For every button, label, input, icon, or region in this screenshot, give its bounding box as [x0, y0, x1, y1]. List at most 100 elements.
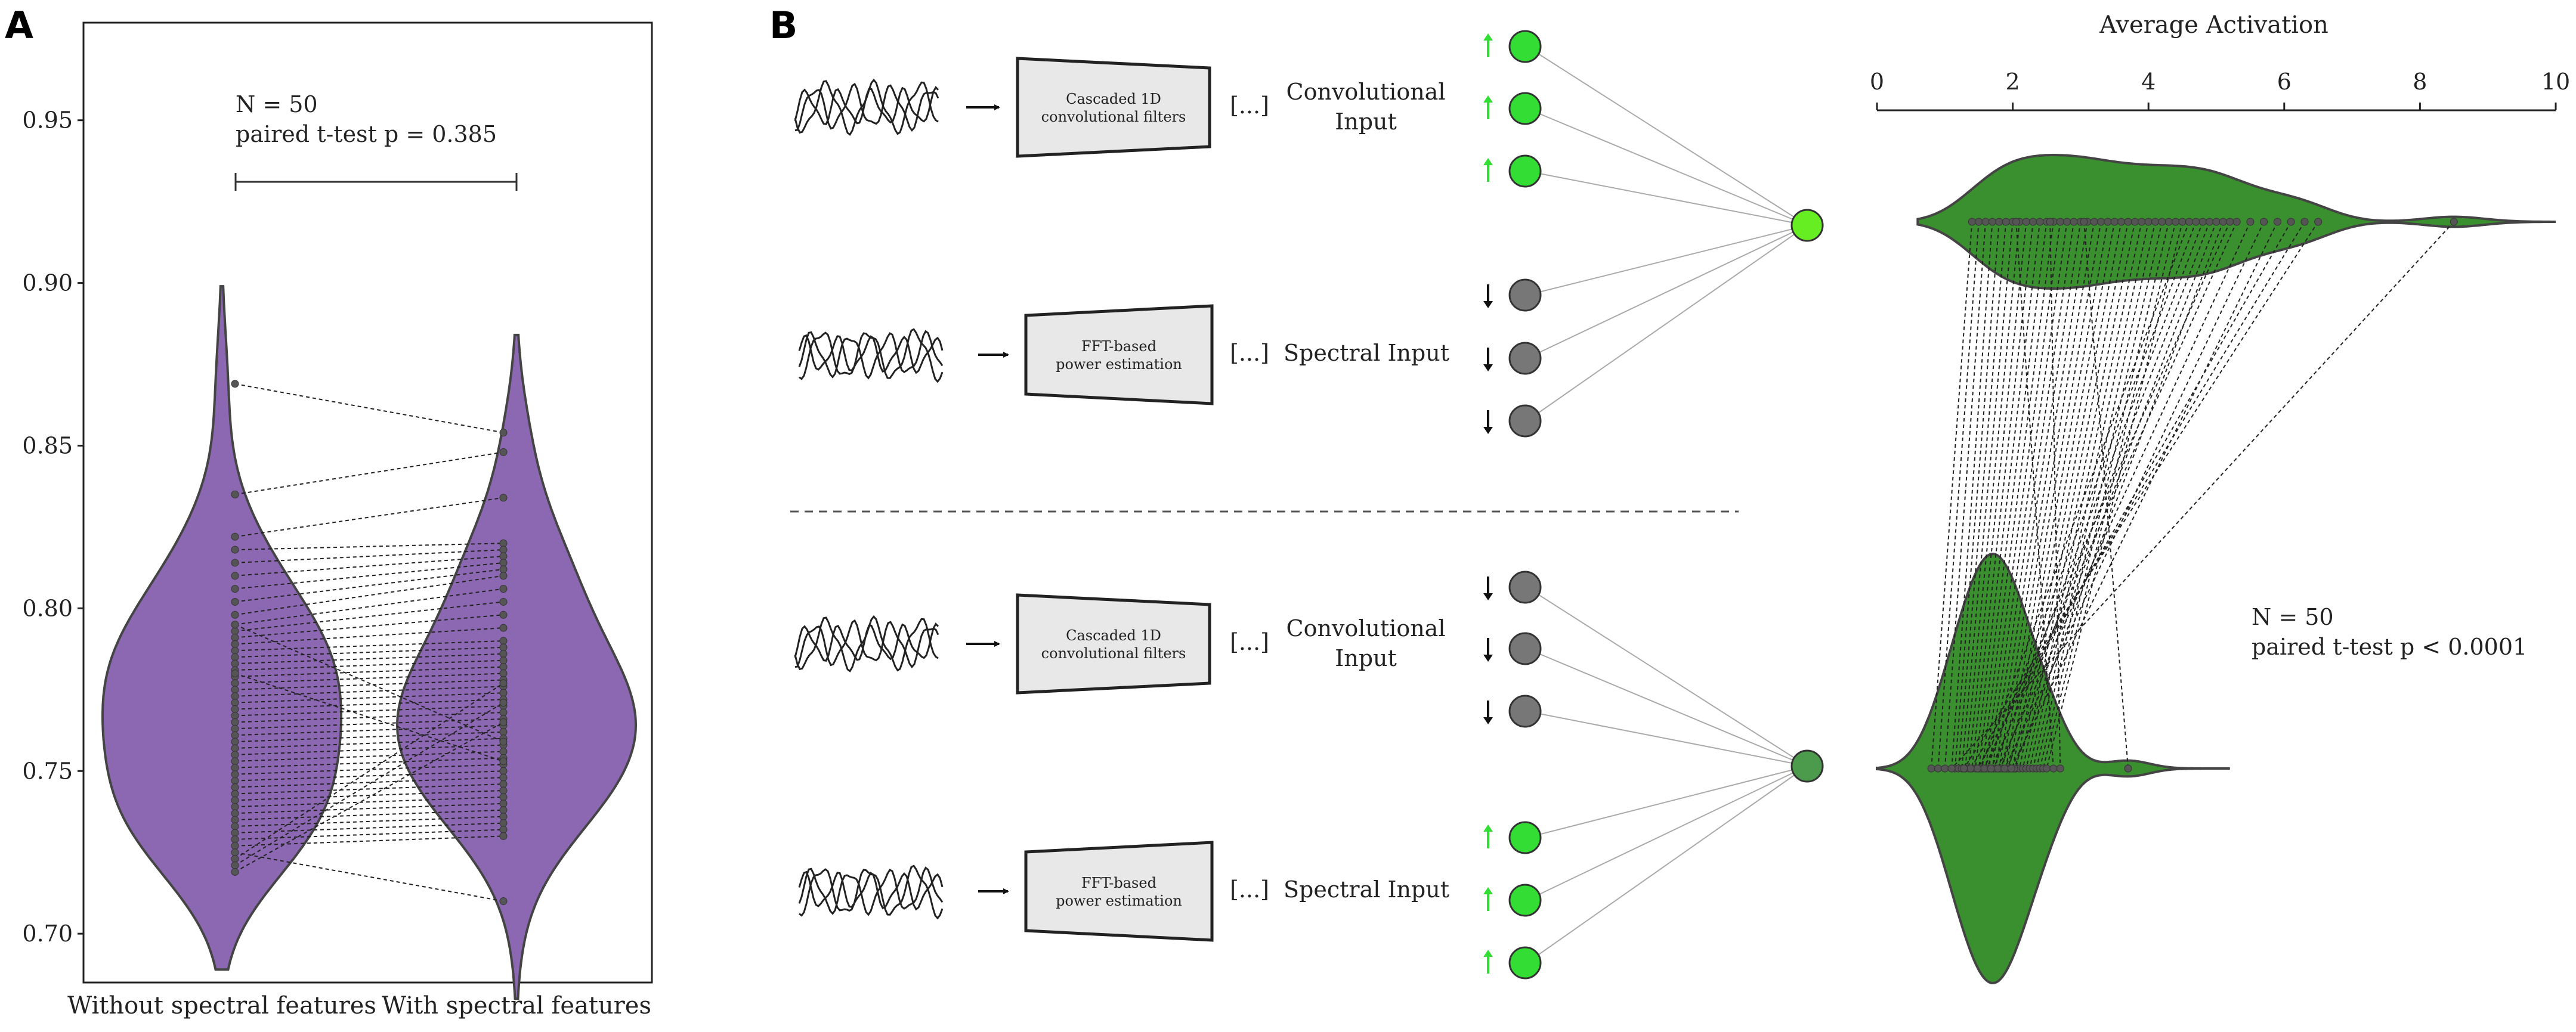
pair-line	[1977, 221, 2292, 769]
conv-filter-box-label: convolutional filters	[1041, 645, 1186, 662]
pair-line	[234, 699, 504, 710]
data-point	[2192, 218, 2200, 226]
data-point	[2164, 218, 2173, 226]
data-point	[2246, 218, 2255, 226]
fft-power-box	[1024, 841, 1214, 942]
pair-line	[2025, 221, 2142, 769]
pair-line	[234, 624, 504, 743]
pair-line	[234, 543, 504, 551]
panel-b-n-annotation: N = 50	[2252, 604, 2334, 630]
pair-line	[234, 686, 504, 697]
y-tick-label: 0.80	[22, 595, 73, 621]
data-point	[499, 565, 508, 574]
pair-line	[234, 601, 504, 632]
data-point	[2000, 764, 2009, 773]
pair-line	[234, 497, 504, 538]
data-point	[231, 627, 239, 636]
data-point	[1927, 764, 1935, 773]
data-point	[2002, 218, 2010, 226]
fft-power-box-label: FFT-based	[1081, 875, 1156, 891]
data-point	[2260, 218, 2268, 226]
panel-a-y-axis: 0.700.750.800.850.900.95	[22, 107, 84, 947]
panel-a-pair-lines	[234, 383, 504, 902]
data-point	[231, 796, 239, 804]
pair-line	[234, 721, 504, 873]
connection-line	[1526, 108, 1808, 226]
data-point	[2219, 218, 2227, 226]
data-point	[231, 867, 239, 876]
active-input-node	[1508, 946, 1542, 980]
data-point	[499, 718, 508, 726]
panel-a-frame	[82, 21, 653, 984]
pair-line	[1993, 221, 2204, 769]
pair-line	[2036, 221, 2163, 769]
signal-waveform-icon	[798, 328, 944, 383]
pair-line	[234, 451, 504, 495]
pair-line	[234, 829, 504, 840]
pair-line	[2013, 221, 2224, 769]
signal-waveform-icon	[794, 78, 939, 136]
data-point	[231, 679, 239, 687]
data-point	[499, 650, 508, 658]
pair-line	[1986, 221, 2197, 769]
data-point	[499, 699, 508, 707]
data-point	[2151, 218, 2160, 226]
pair-line	[234, 796, 504, 808]
data-point	[499, 813, 508, 821]
data-point	[231, 822, 239, 830]
panel-b-points	[1927, 218, 2458, 773]
panel-a-category-label: With spectral features	[382, 992, 651, 1019]
panel-b-test-annotation: paired t-test p < 0.0001	[2252, 634, 2527, 660]
connection-line	[1526, 766, 1808, 963]
y-tick-label: 0.85	[22, 432, 73, 458]
data-point	[1947, 764, 1956, 773]
connection-line	[1526, 587, 1808, 767]
data-point	[2198, 218, 2207, 226]
pair-line	[234, 672, 504, 762]
output-node	[1790, 209, 1824, 242]
pair-line	[234, 614, 504, 639]
data-point	[499, 708, 508, 717]
pair-line	[1951, 221, 2455, 769]
data-point	[2273, 218, 2281, 226]
x-tick-label: 6	[2277, 69, 2292, 95]
pair-line	[234, 718, 504, 730]
data-point	[1934, 764, 1942, 773]
pair-line	[234, 588, 504, 625]
pair-line	[234, 777, 504, 788]
pair-line	[234, 549, 504, 563]
panel-a-category-label: Without spectral features	[67, 992, 376, 1019]
panel-a-violins	[101, 285, 638, 1000]
x-tick-label: 8	[2413, 69, 2427, 95]
data-point	[231, 835, 239, 844]
data-point	[499, 728, 508, 736]
data-point	[499, 429, 508, 437]
conv-input-label: Input	[1335, 645, 1397, 671]
inactive-input-node	[1508, 695, 1542, 728]
data-point	[231, 621, 239, 629]
data-point	[2300, 218, 2309, 226]
pair-line	[1970, 221, 2305, 769]
spectral-input-label: Spectral Input	[1284, 340, 1449, 366]
pair-line	[234, 802, 504, 814]
data-point	[231, 770, 239, 779]
pair-line	[2049, 221, 2061, 769]
pair-line	[1985, 221, 2061, 769]
data-point	[2080, 218, 2088, 226]
conv-filter-box-label: convolutional filters	[1041, 109, 1186, 125]
y-tick-label: 0.70	[22, 921, 73, 947]
data-point	[2022, 218, 2030, 226]
data-point	[231, 861, 239, 870]
data-point	[499, 897, 508, 906]
pair-line	[2011, 221, 2278, 769]
data-point	[1975, 218, 1983, 226]
pair-line	[1991, 221, 2075, 769]
pair-line	[1990, 221, 2238, 769]
data-point	[231, 597, 239, 606]
conv-input-label: Convolutional	[1287, 615, 1446, 641]
data-point	[231, 783, 239, 792]
conv-filter-box	[1016, 57, 1211, 158]
conv-input-label: Convolutional	[1287, 79, 1446, 105]
pair-line	[234, 757, 504, 768]
pair-line	[2008, 221, 2108, 769]
